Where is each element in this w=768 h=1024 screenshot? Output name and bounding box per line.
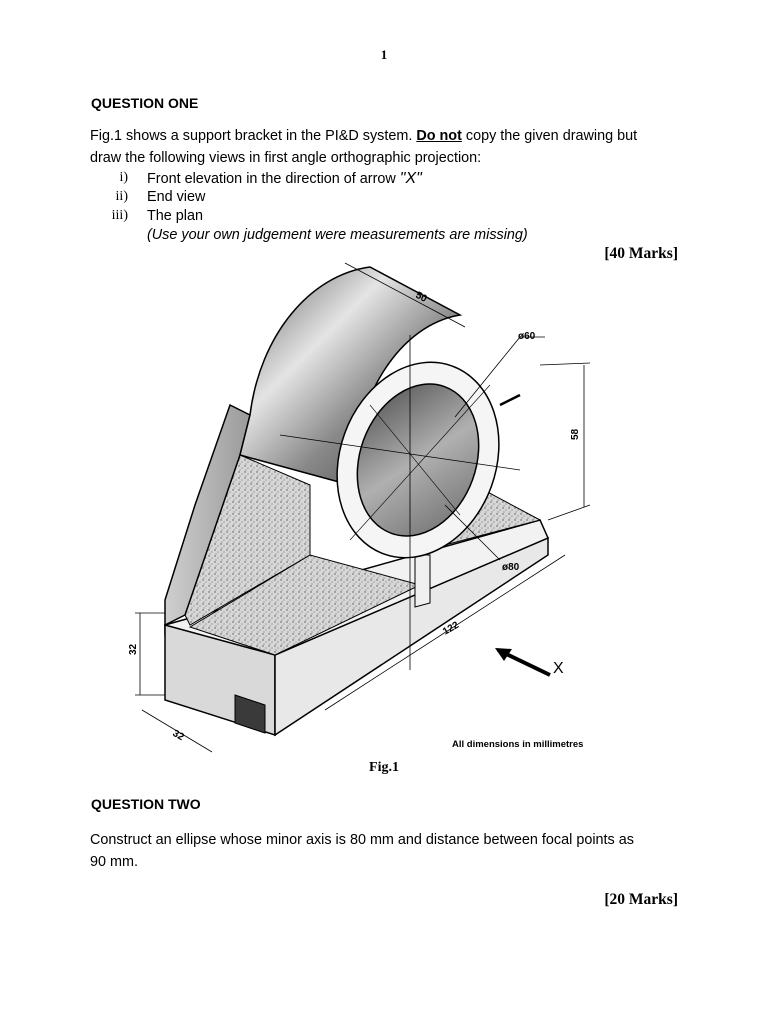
question-one-heading: QUESTION ONE xyxy=(91,95,199,111)
dim-ext-58 xyxy=(547,504,591,521)
dim-label-32-bottom: 32 xyxy=(171,728,187,743)
list-item: Front elevation in the direction of arro… xyxy=(147,170,422,188)
list-item-number: iii) xyxy=(111,208,128,223)
do-not-emphasis: Do not xyxy=(416,128,462,144)
list-item: End view xyxy=(147,189,206,205)
horizontal-centre-line xyxy=(279,434,521,471)
question-one-intro-line2: draw the following views in first angle … xyxy=(90,150,482,166)
list-item-text: Front elevation in the direction of arro… xyxy=(147,171,400,187)
question-two-marks: [20 Marks] xyxy=(604,891,678,908)
dim-leader-60 xyxy=(454,336,521,418)
arrow-x-head xyxy=(495,648,512,661)
question-two-line1: Construct an ellipse whose minor axis is… xyxy=(90,832,634,848)
question-two-line2: 90 mm. xyxy=(90,854,138,870)
intro-text-a: Fig.1 shows a support bracket in the PI&… xyxy=(90,128,417,144)
diameter-line xyxy=(369,404,461,516)
arrow-x-label: "X" xyxy=(399,170,422,187)
dim-arrow-58 xyxy=(499,393,521,407)
left-wall xyxy=(164,403,251,627)
dim-ext-58 xyxy=(539,362,591,366)
base-slot xyxy=(234,694,266,734)
dim-label-dia-60: ø60 xyxy=(518,331,536,342)
diameter-line xyxy=(349,384,491,541)
judgement-note: (Use your own judgement were measurement… xyxy=(147,227,528,243)
dim-line-50 xyxy=(344,262,466,328)
question-one-marks: [40 Marks] xyxy=(604,245,678,262)
dim-label-dia-80: ø80 xyxy=(502,562,520,573)
page-number: 1 xyxy=(380,47,388,62)
vertical-web xyxy=(414,554,431,608)
dim-label-32-vertical: 32 xyxy=(128,643,139,655)
question-two-heading: QUESTION TWO xyxy=(91,796,201,812)
list-item-number: ii) xyxy=(115,189,128,204)
dim-line-32-bottom xyxy=(141,709,213,753)
dim-line-122 xyxy=(324,554,566,711)
figure-caption: Fig.1 xyxy=(369,760,399,775)
list-item-number: i) xyxy=(119,170,128,185)
base-side-face xyxy=(274,536,549,737)
intro-text-b: copy the given drawing but xyxy=(461,128,638,144)
list-item: The plan xyxy=(147,208,204,224)
support-bracket-figure: 50 ø60 58 ø80 122 32 32 X All dimensions… xyxy=(128,262,591,753)
arrow-x-text: X xyxy=(553,660,564,677)
question-one-intro: Fig.1 shows a support bracket in the PI&… xyxy=(90,126,637,147)
dim-label-58: 58 xyxy=(570,428,581,440)
units-note: All dimensions in millimetres xyxy=(452,739,583,750)
dim-label-50: 50 xyxy=(414,290,429,305)
dim-leader-80 xyxy=(444,504,501,561)
